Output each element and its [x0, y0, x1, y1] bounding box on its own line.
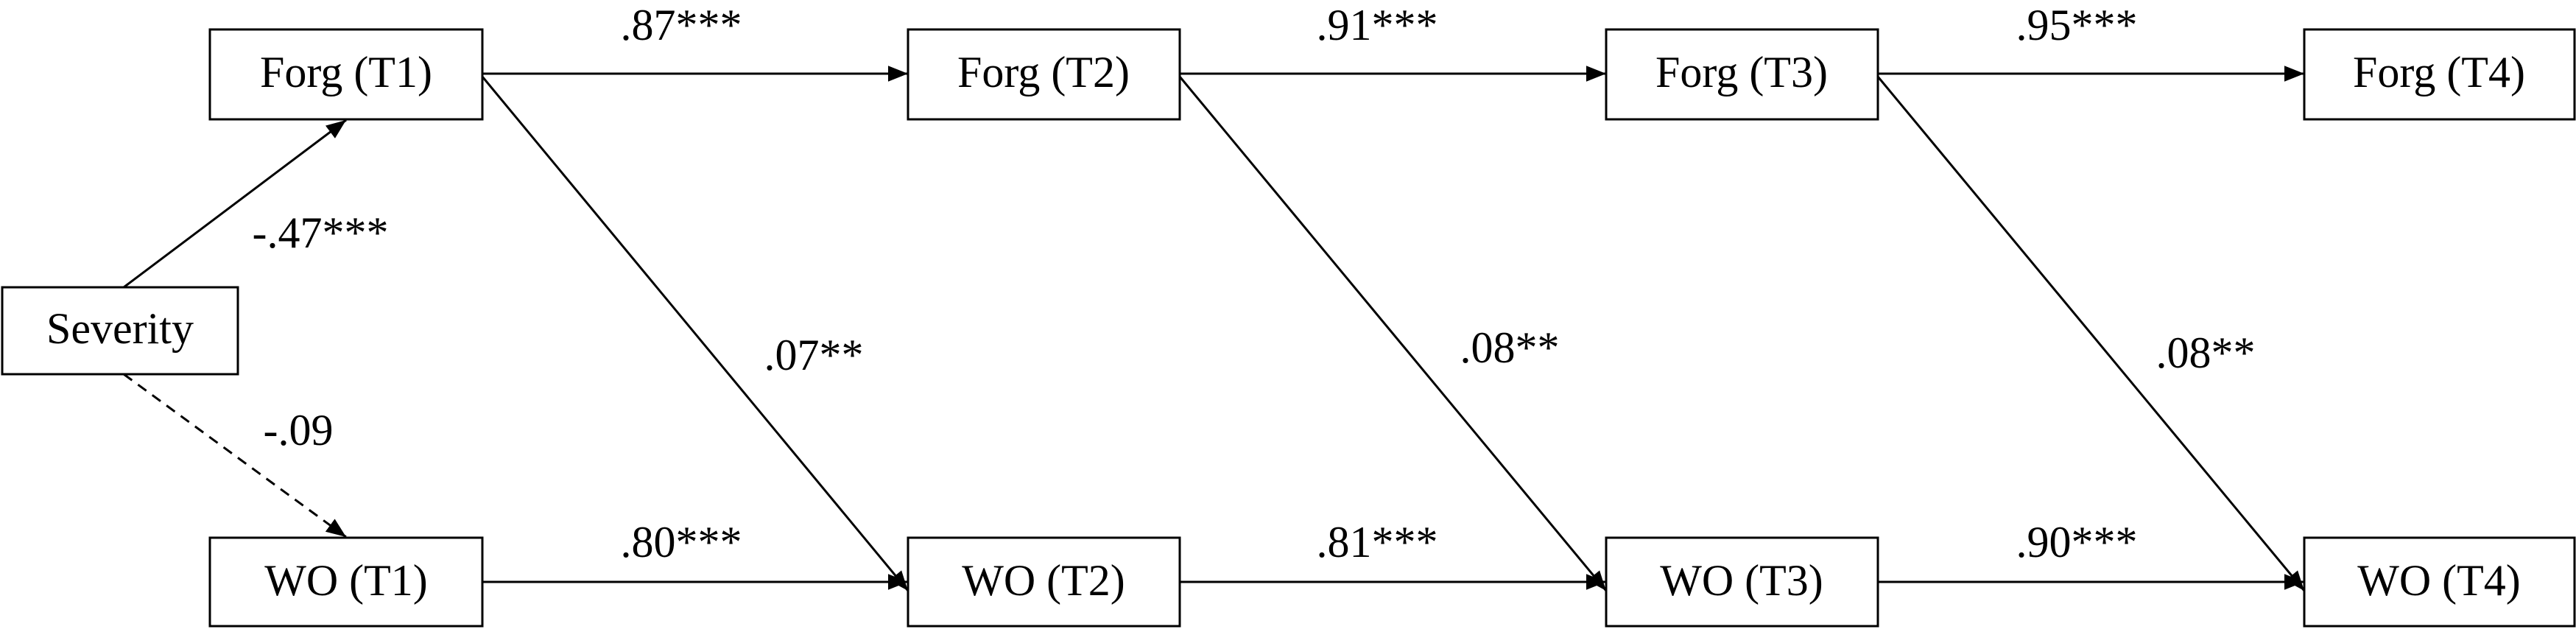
coef-forg-t3-wo-t4: .08**: [2156, 329, 2256, 377]
arrow-severity-to-wo-t1: [123, 373, 347, 538]
node-forg-t3: Forg (T3): [1605, 28, 1879, 121]
coef-forg-t1-forg-t2: .87***: [621, 1, 742, 49]
node-wo-t3: WO (T3): [1605, 536, 1879, 628]
arrow-forg-t2-to-wo-t3: [1178, 76, 1608, 591]
node-forg-t2-label: Forg (T2): [957, 48, 1130, 96]
node-wo-t1: WO (T1): [208, 536, 484, 628]
coef-wo-t2-wo-t3: .81***: [1317, 518, 1438, 566]
coef-forg-t2-forg-t3: .91***: [1317, 1, 1438, 49]
node-forg-t2: Forg (T2): [907, 28, 1181, 121]
coef-severity-forg-t1: -.47***: [253, 208, 389, 257]
coef-wo-t1-wo-t2: .80***: [621, 518, 742, 566]
node-wo-t4: WO (T4): [2303, 536, 2576, 628]
coef-forg-t1-wo-t2: .07**: [764, 331, 864, 379]
coef-wo-t3-wo-t4: .90***: [2016, 518, 2138, 566]
node-forg-t4-label: Forg (T4): [2353, 48, 2525, 96]
node-wo-t3-label: WO (T3): [1660, 556, 1823, 605]
node-severity-label: Severity: [46, 304, 194, 353]
node-wo-t2-label: WO (T2): [962, 556, 1125, 605]
node-wo-t2: WO (T2): [907, 536, 1181, 628]
arrow-forg-t1-to-wo-t2: [481, 76, 909, 591]
node-forg-t4: Forg (T4): [2303, 28, 2576, 121]
node-wo-t4-label: WO (T4): [2357, 556, 2521, 605]
node-wo-t1-label: WO (T1): [264, 556, 428, 605]
coef-forg-t3-forg-t4: .95***: [2016, 1, 2138, 49]
node-forg-t1-label: Forg (T1): [260, 48, 432, 96]
node-forg-t3-label: Forg (T3): [1655, 48, 1828, 96]
node-severity: Severity: [1, 286, 239, 376]
node-forg-t1: Forg (T1): [208, 28, 484, 121]
coef-forg-t2-wo-t3: .08**: [1460, 323, 1560, 372]
arrow-severity-to-forg-t1: [123, 119, 347, 289]
arrow-forg-t3-to-wo-t4: [1876, 76, 2306, 591]
coef-severity-wo-t1: -.09: [264, 406, 334, 454]
